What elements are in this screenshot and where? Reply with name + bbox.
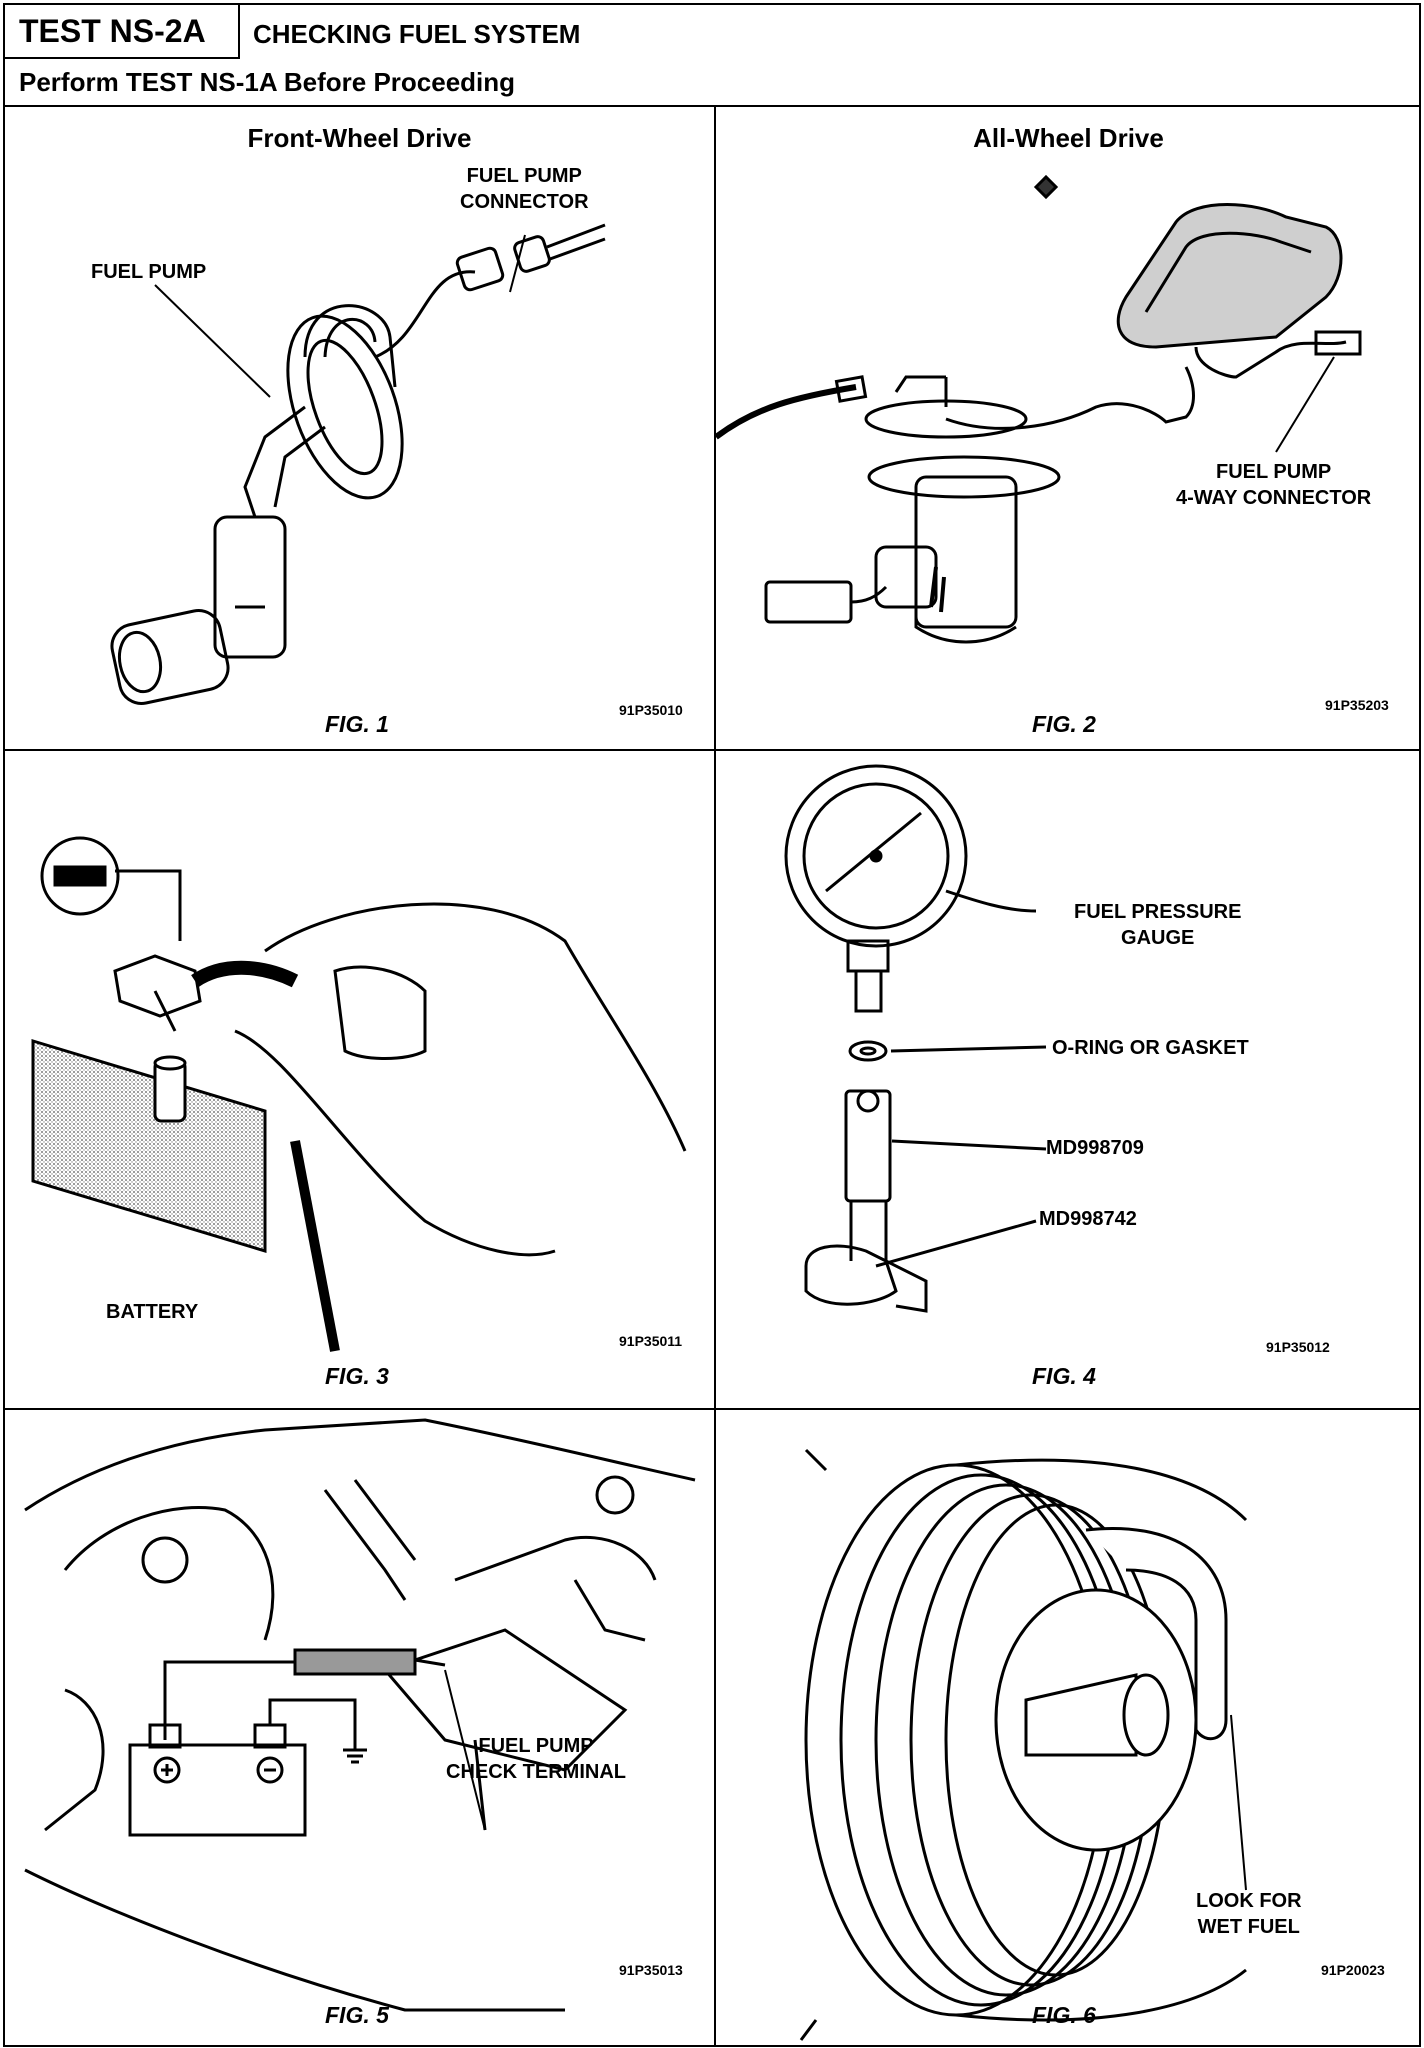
figure-5-panel: FUEL PUMP CHECK TERMINAL 91P35013 FIG. 5 [5,1410,714,2047]
fuel-pump-4-way-connector-label: FUEL PUMP 4-WAY CONNECTOR [1176,461,1372,509]
figure-6-caption: FIG. 6 [1032,2002,1096,2028]
figure-3-panel: BATTERY 91P35011 FIG. 3 [5,751,714,1408]
fuel-pressure-gauge-label: FUEL PRESSURE GAUGE [1074,901,1242,949]
figure-4-code: 91P35012 [1266,1339,1330,1355]
md998742-label: MD998742 [1039,1208,1137,1230]
figure-5-caption: FIG. 5 [325,2002,389,2028]
figure-2-title: All-Wheel Drive [973,123,1164,153]
grid-divider-row2 [5,1408,1419,1410]
o-ring-gasket-label: O-RING OR GASKET [1052,1037,1249,1059]
figure-1-panel: Front-Wheel Drive FUEL PUMP [5,107,714,749]
fuel-pump-fwd-illustration [110,223,606,705]
figure-4-caption: FIG. 4 [1032,1363,1096,1389]
check-terminal-illustration [24,1418,696,2012]
figure-1-code: 91P35010 [619,702,683,718]
figure-4-panel: FUEL PRESSURE GAUGE O-RING OR GASKET MD9… [716,751,1421,1408]
fuel-tank-wet-fuel-illustration [799,1448,1248,2041]
fuel-pump-check-terminal-label: FUEL PUMP CHECK TERMINAL [446,1735,626,1783]
battery-label: BATTERY [106,1301,199,1323]
grid-divider-vertical [714,105,716,2047]
look-for-wet-fuel-label: LOOK FOR WET FUEL [1196,1890,1302,1938]
figure-1-title: Front-Wheel Drive [247,123,472,153]
procedure-sheet: TEST NS-2A CHECKING FUEL SYSTEM Perform … [3,3,1421,2047]
figure-6-panel: LOOK FOR WET FUEL 91P20023 FIG. 6 [716,1410,1421,2047]
figure-3-caption: FIG. 3 [325,1363,389,1389]
figure-2-panel: All-Wheel Drive [716,107,1421,749]
figure-5-code: 91P35013 [619,1962,683,1978]
test-title: CHECKING FUEL SYSTEM [253,19,581,49]
fuel-pump-label: FUEL PUMP [91,261,207,283]
grid-divider-row1 [5,749,1419,751]
fuel-pump-connector-label: FUEL PUMP CONNECTOR [460,165,589,213]
figure-2-caption: FIG. 2 [1032,711,1096,737]
fuel-pump-awd-illustration [716,174,1362,644]
figure-6-code: 91P20023 [1321,1962,1385,1978]
fuel-pressure-gauge-illustration [784,764,1047,1313]
header: TEST NS-2A CHECKING FUEL SYSTEM Perform … [5,5,1419,107]
figure-1-caption: FIG. 1 [325,711,389,737]
figure-3-code: 91P35011 [619,1333,683,1349]
battery-disconnect-illustration [31,836,687,1352]
md998709-label: MD998709 [1046,1137,1144,1159]
prerequisite-instruction: Perform TEST NS-1A Before Proceeding [19,67,516,97]
figure-2-code: 91P35203 [1325,697,1389,713]
test-id: TEST NS-2A [5,5,240,59]
